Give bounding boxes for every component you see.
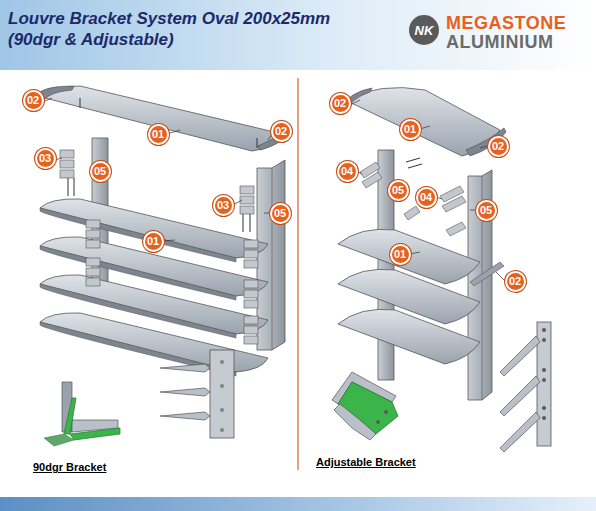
node-text: 02 — [27, 95, 39, 106]
callout-number: 04 — [416, 187, 437, 208]
node-text: 03 — [217, 200, 229, 211]
callout-number: 02 — [330, 93, 351, 114]
callout-number: 01 — [143, 231, 164, 252]
node-text: 02 — [275, 126, 287, 137]
logo-badge: NK — [409, 15, 439, 45]
bracket-caption: Adjustable Bracket — [316, 456, 416, 468]
callout-number: 05 — [476, 200, 497, 221]
node-text: 05 — [274, 208, 286, 219]
callout-number: 05 — [270, 203, 291, 224]
callout-number: 01 — [390, 244, 411, 265]
callout-number: 02 — [271, 121, 292, 142]
node-text: 01 — [404, 124, 416, 135]
callout-number: 04 — [337, 161, 358, 182]
node-text: 05 — [94, 166, 106, 177]
callout-number: 02 — [23, 90, 44, 111]
callout-number: 03 — [213, 195, 234, 216]
callout-number: 02 — [505, 271, 526, 292]
node-text: NK — [415, 24, 434, 37]
node-text: 02 — [492, 141, 504, 152]
node-text: 05 — [480, 205, 492, 216]
node-text: 02 — [334, 98, 346, 109]
callout-number: 01 — [400, 119, 421, 140]
brand-name: ALUMINIUM — [446, 33, 553, 51]
node-text: 05 — [392, 185, 404, 196]
brand-name: MEGASTONE — [446, 14, 566, 32]
callout-number: 02 — [488, 136, 509, 157]
callout-number: 03 — [35, 148, 56, 169]
callout-number: 05 — [388, 180, 409, 201]
node-text: 04 — [420, 192, 432, 203]
node-text: 03 — [39, 153, 51, 164]
node-text: 02 — [509, 276, 521, 287]
node-text: 04 — [341, 166, 353, 177]
node-text: 01 — [152, 129, 164, 140]
bracket-caption: 90dgr Bracket — [33, 461, 106, 473]
callout-number: 05 — [90, 161, 111, 182]
node-text: 01 — [394, 249, 406, 260]
callout-number: 01 — [148, 124, 169, 145]
node-text: 01 — [147, 236, 159, 247]
page-title: Louvre Bracket System Oval 200x25mm (90d… — [8, 8, 380, 51]
